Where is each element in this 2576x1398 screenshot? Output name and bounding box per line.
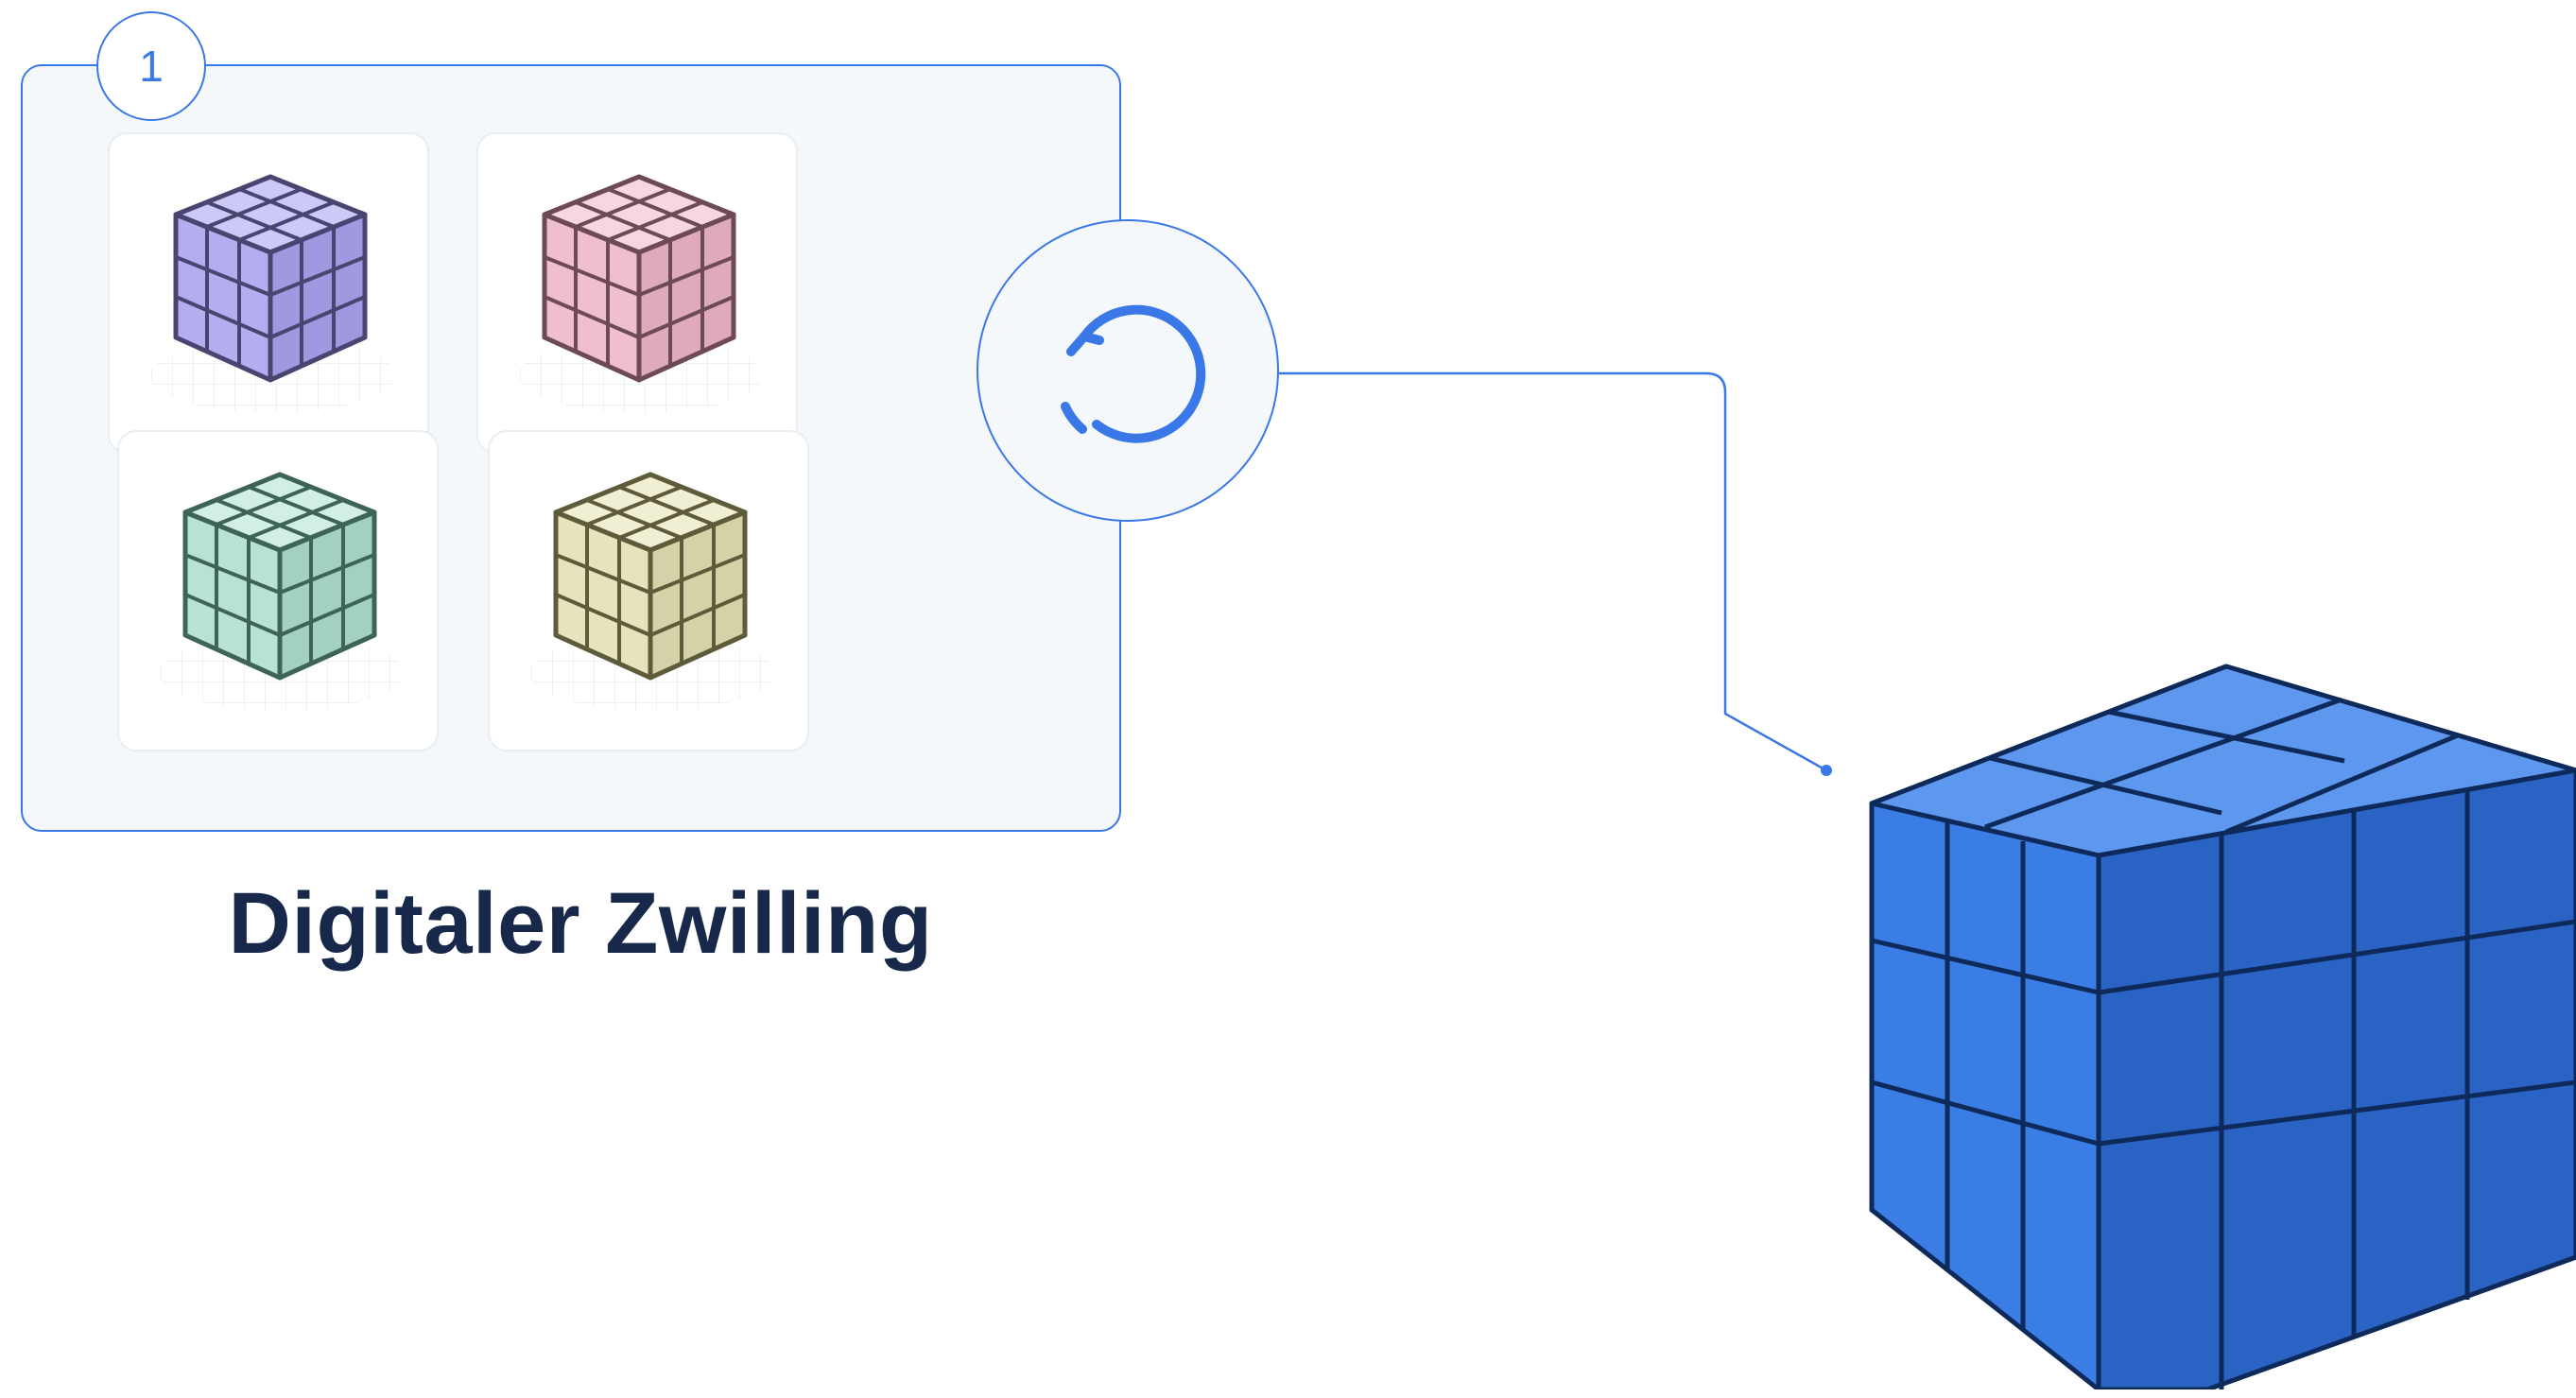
- step-badge: 1: [96, 11, 206, 121]
- yellow-cube-icon: [529, 472, 775, 711]
- sync-button[interactable]: [977, 219, 1279, 522]
- cube-card-yellow: [488, 430, 809, 751]
- cube-card-pink: [476, 132, 798, 454]
- green-cube-icon: [159, 472, 405, 711]
- page-title: Digitaler Zwilling: [228, 875, 933, 972]
- cube-card-green: [117, 430, 439, 751]
- blue-cube-icon: [1869, 664, 2576, 1389]
- digital-twin-panel: [21, 64, 1121, 832]
- purple-cube-icon: [149, 174, 395, 413]
- refresh-icon: [1061, 304, 1206, 443]
- cube-card-purple: [108, 132, 429, 454]
- pink-cube-icon: [518, 174, 764, 413]
